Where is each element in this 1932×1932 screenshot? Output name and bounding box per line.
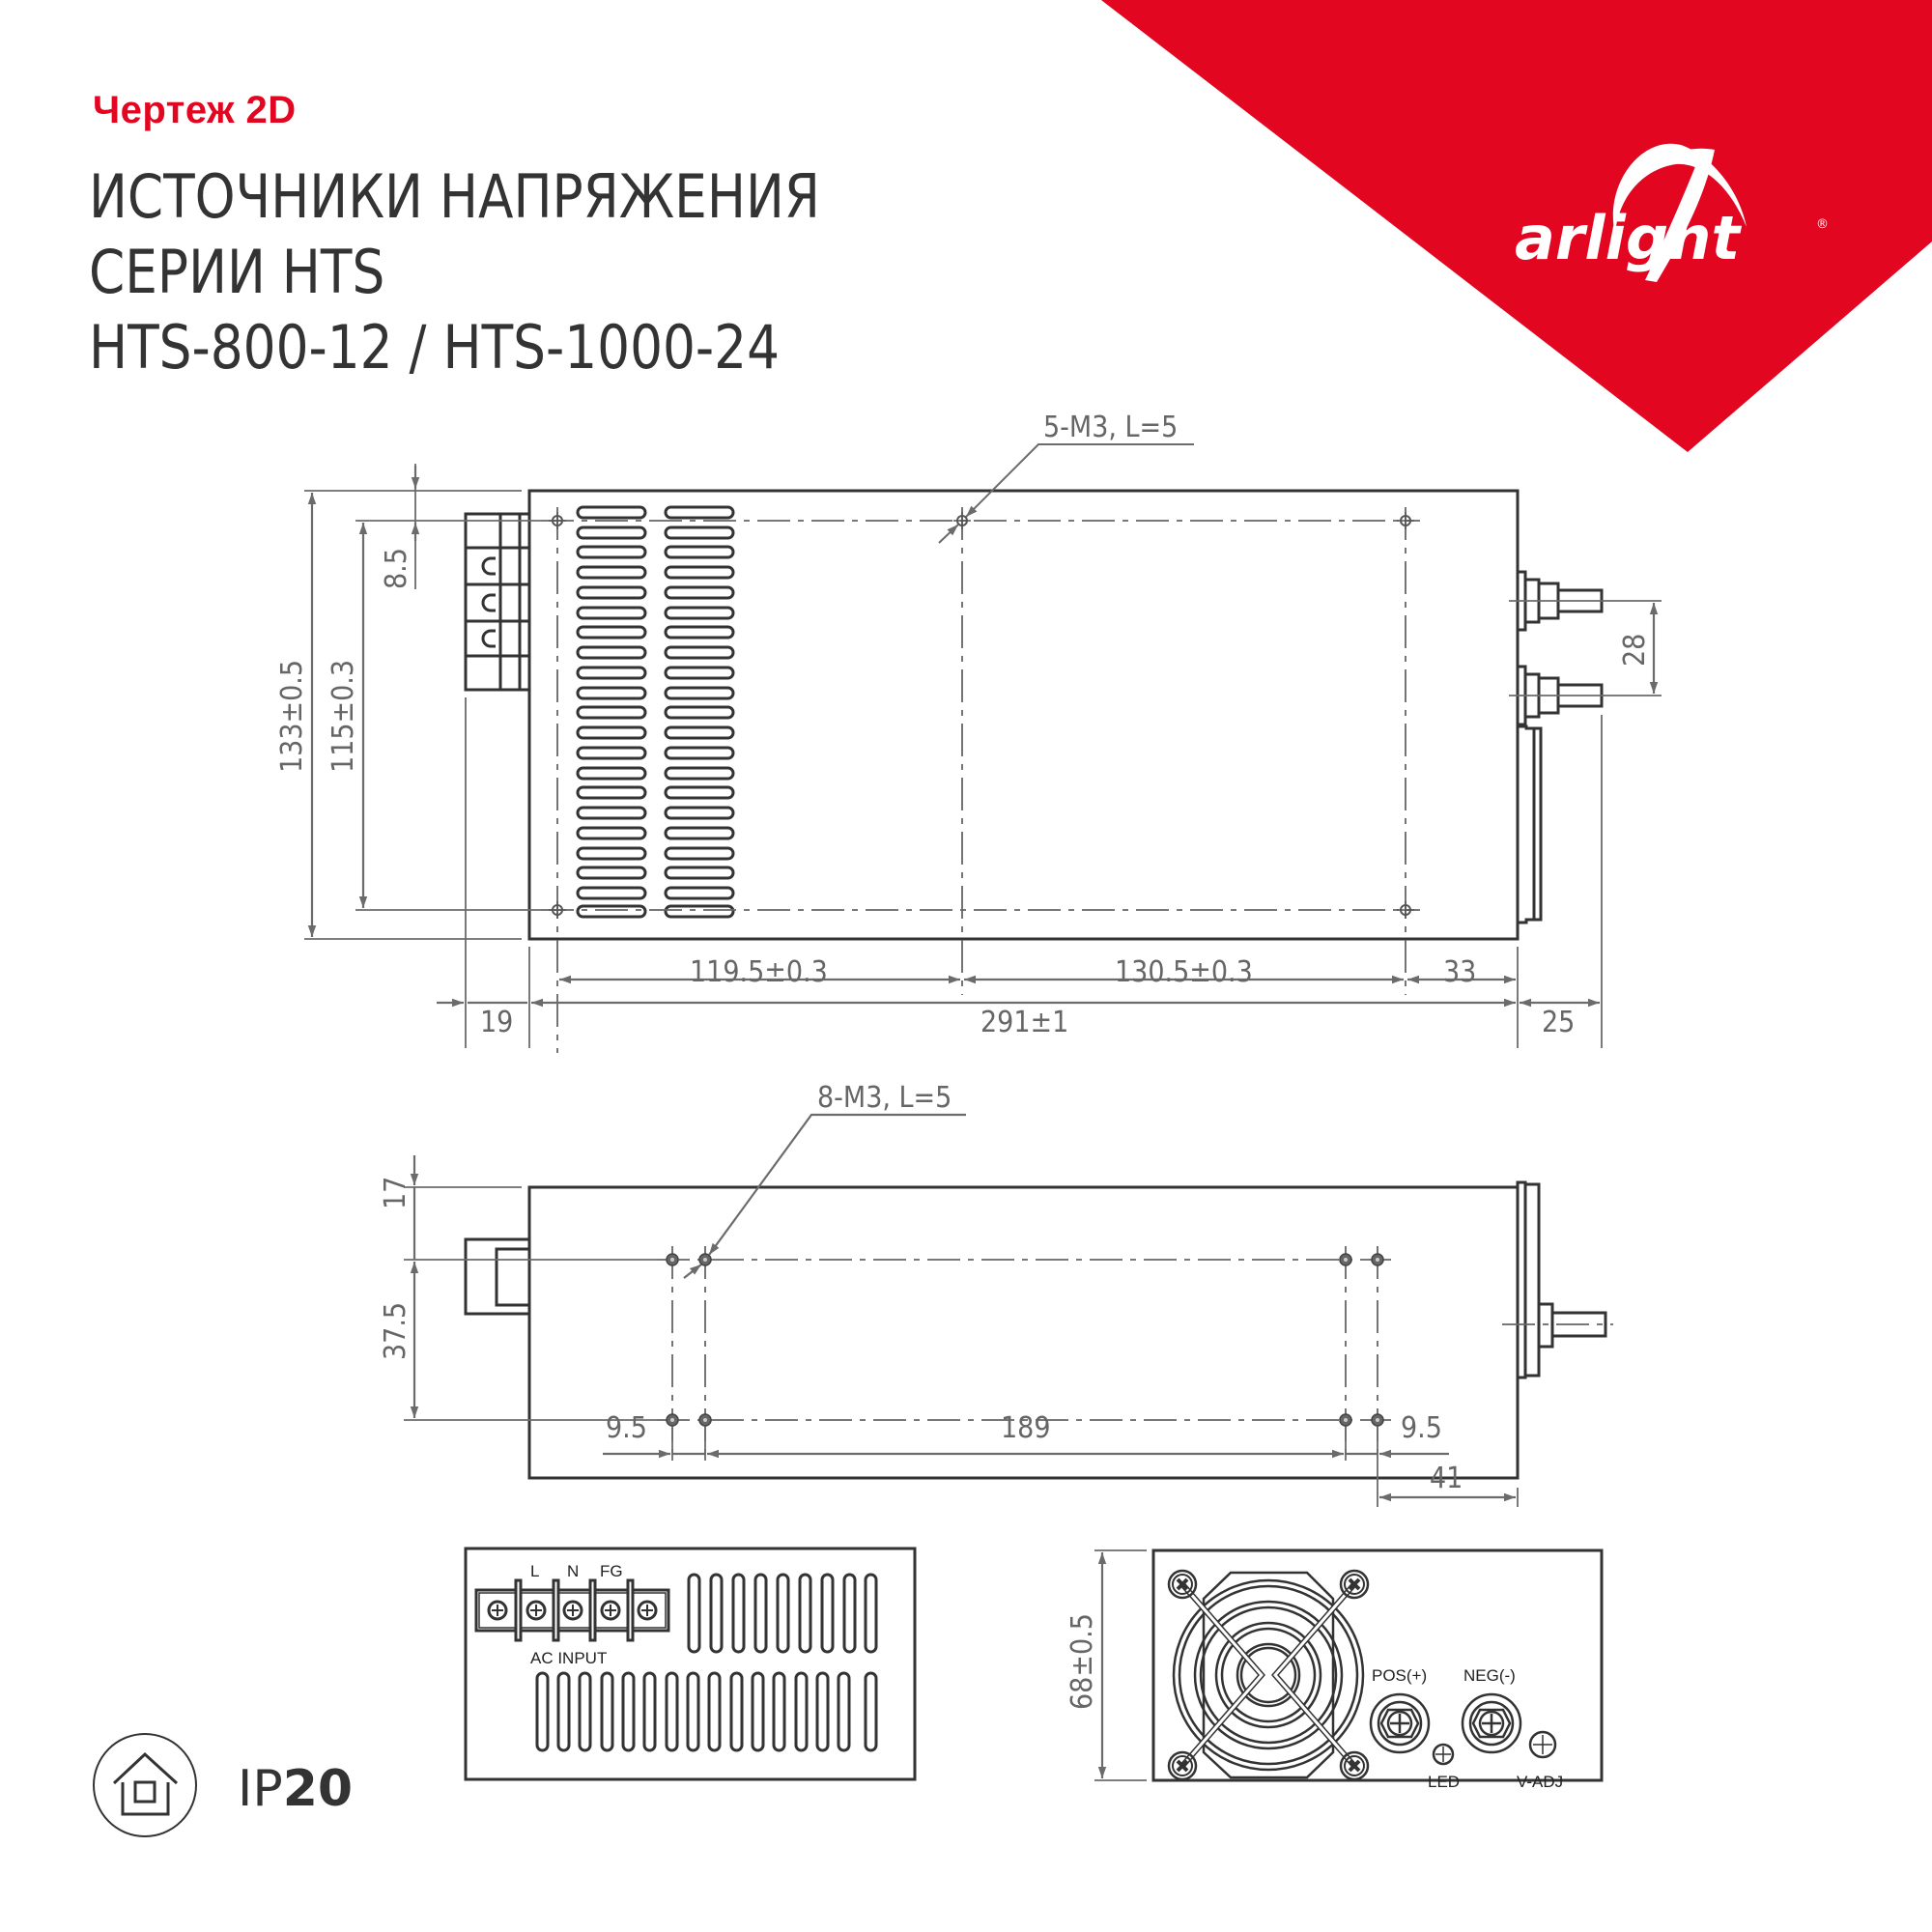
arlight-swoosh-icon xyxy=(1612,143,1747,282)
dim-right-offset: 33 xyxy=(1443,955,1476,989)
dim-side-hole-span: 189 xyxy=(1001,1411,1051,1445)
fan-grille-icon xyxy=(1172,1571,1365,1779)
dim-right-protrusion: 25 xyxy=(1542,1006,1575,1039)
title-line-1: ИСТОЧНИКИ НАПРЯЖЕНИЯ xyxy=(89,161,820,232)
side-view-centerlines xyxy=(657,1246,1613,1459)
top-view: 5-M3, L=5 133±0.5 115±0.3 8.5 28 119.5±0… xyxy=(275,411,1662,1053)
dim-side-hole-spacing: 37.5 xyxy=(379,1302,412,1360)
top-vent-slots xyxy=(576,505,733,919)
page-title: ИСТОЧНИКИ НАПРЯЖЕНИЯ СЕРИИ HTS HTS-800-1… xyxy=(89,159,820,385)
side-view: 8-M3, L=5 17 37.5 9.5 189 9.5 41 xyxy=(379,1081,1613,1507)
vadj-label: V-ADJ xyxy=(1517,1773,1563,1791)
neg-label: NEG(-) xyxy=(1463,1666,1516,1685)
dim-side-right-offset: 9.5 xyxy=(1401,1411,1442,1445)
pos-terminal-icon xyxy=(1369,1692,1431,1754)
end-vent-slots-bottom xyxy=(535,1671,878,1752)
ip-number: 20 xyxy=(282,1760,354,1818)
top-view-callout: 5-M3, L=5 xyxy=(1043,411,1178,444)
input-end-view: L N FG AC INPUT xyxy=(464,1547,917,1781)
registered-mark: ® xyxy=(1816,217,1829,232)
side-input-connector xyxy=(464,1237,531,1316)
dim-side-top-offset: 17 xyxy=(379,1177,412,1209)
title-line-2: СЕРИИ HTS xyxy=(89,237,385,307)
pos-label: POS(+) xyxy=(1372,1666,1427,1685)
house-icon xyxy=(93,1733,197,1837)
output-end-view: POS(+) NEG(-) LED V-ADJ 68±0.5 xyxy=(1065,1548,1604,1791)
dim-output-height: 68±0.5 xyxy=(1065,1613,1099,1710)
dim-side-right-distance: 41 xyxy=(1430,1462,1463,1495)
side-output-terminal xyxy=(1516,1180,1607,1379)
terminal-label-l: L xyxy=(530,1562,539,1580)
brand-logo: arlight ® xyxy=(1101,0,1932,452)
dim-hole-span-left: 119.5±0.3 xyxy=(690,955,828,989)
dim-length: 291±1 xyxy=(980,1006,1068,1039)
drawing-type-label: Чертеж 2D xyxy=(93,89,297,131)
ac-terminal-strip xyxy=(474,1578,670,1642)
terminal-label-n: N xyxy=(567,1562,579,1580)
led-indicator-icon xyxy=(1432,1743,1455,1766)
dim-height-holes: 115±0.3 xyxy=(327,660,360,773)
end-vent-slots-top xyxy=(687,1573,878,1654)
dim-top-offset: 8.5 xyxy=(380,548,413,589)
dim-left-protrusion: 19 xyxy=(480,1006,513,1039)
neg-terminal-icon xyxy=(1461,1692,1522,1754)
terminal-label-fg: FG xyxy=(600,1562,623,1580)
brand-triangle xyxy=(1101,0,1932,452)
output-terminals xyxy=(1516,570,1604,924)
side-view-callout: 8-M3, L=5 xyxy=(817,1081,952,1115)
input-terminal-block xyxy=(464,512,531,692)
ip-rating: IP20 xyxy=(238,1760,353,1818)
ip-code: IP xyxy=(238,1760,283,1818)
dim-terminal-spacing: 28 xyxy=(1618,634,1652,667)
ac-input-caption: AC INPUT xyxy=(530,1649,607,1667)
title-line-3: HTS-800-12 / HTS-1000-24 xyxy=(89,312,781,383)
brand-name: arlight xyxy=(1515,203,1742,273)
dim-height-total: 133±0.5 xyxy=(275,660,309,773)
led-label: LED xyxy=(1428,1773,1460,1791)
dim-hole-span-right: 130.5±0.3 xyxy=(1115,955,1253,989)
dim-side-left-offset: 9.5 xyxy=(606,1411,647,1445)
voltage-adjust-icon xyxy=(1528,1730,1557,1759)
